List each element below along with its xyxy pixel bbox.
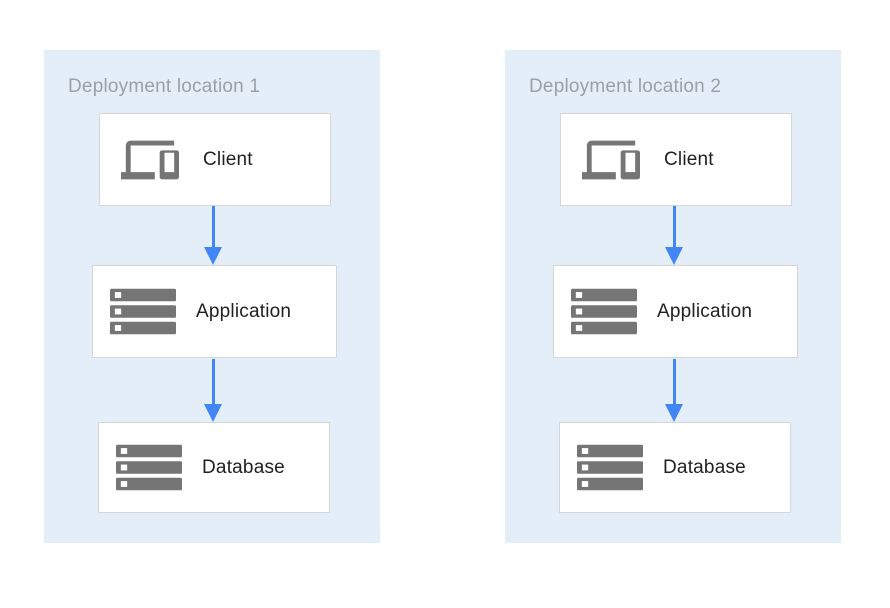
- node-label: Application: [657, 300, 753, 322]
- node-application: Application: [92, 265, 337, 358]
- node-client: Client: [560, 113, 792, 206]
- node-application: Application: [553, 265, 798, 358]
- arrow-down-icon: [665, 359, 683, 422]
- node-label: Client: [664, 148, 714, 170]
- deployment-group-1: Deployment location 1 Client: [44, 50, 380, 543]
- node-database: Database: [559, 422, 791, 513]
- arrow-head: [665, 247, 683, 265]
- arrow-down-icon: [204, 359, 222, 422]
- group-title: Deployment location 1: [68, 76, 261, 97]
- server-stack-icon: [571, 288, 637, 335]
- arrow-shaft: [672, 359, 676, 404]
- arrow-shaft: [211, 359, 215, 404]
- node-label: Client: [203, 148, 253, 170]
- devices-icon: [578, 131, 644, 189]
- server-stack-icon: [110, 288, 176, 335]
- server-stack-icon: [116, 444, 182, 491]
- node-label: Database: [663, 456, 746, 478]
- group-title: Deployment location 2: [529, 76, 722, 97]
- arrow-down-icon: [204, 206, 222, 265]
- devices-icon: [117, 131, 183, 189]
- server-stack-icon: [577, 444, 643, 491]
- deployment-group-2: Deployment location 2 Client: [505, 50, 841, 543]
- node-database: Database: [98, 422, 330, 513]
- node-label: Database: [202, 456, 285, 478]
- arrow-head: [665, 404, 683, 422]
- arrow-head: [204, 247, 222, 265]
- arrow-head: [204, 404, 222, 422]
- arrow-shaft: [211, 206, 215, 247]
- node-label: Application: [196, 300, 292, 322]
- arrow-down-icon: [665, 206, 683, 265]
- arrow-shaft: [672, 206, 676, 247]
- node-client: Client: [99, 113, 331, 206]
